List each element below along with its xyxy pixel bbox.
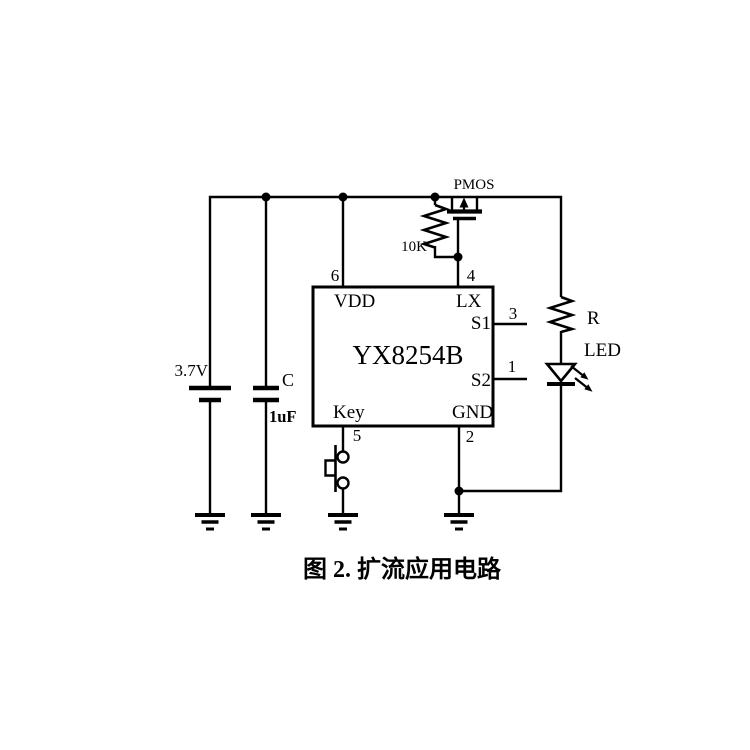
led-emission-arrowhead-2 [584,384,593,392]
pushbutton-switch-symbol [324,445,350,492]
resistor-zigzag [545,295,577,334]
led-resistor-symbol: R [545,295,600,334]
led-symbol: LED [544,340,621,392]
ic-pin-label-s2: S2 [471,370,491,391]
battery-voltage-label: 3.7V [174,361,208,380]
led-to-gnd-wire [457,384,563,493]
ground-symbol-ic [444,513,474,531]
led-emission-arrow-1 [570,365,584,377]
junction-dot [454,486,464,496]
ic-pin-label-vdd: VDD [334,291,375,312]
ic-pin-label-key: Key [333,402,365,423]
switch-terminal-bottom [336,476,350,490]
junction-dots [261,192,464,496]
ic-pin-number-6: 6 [331,266,340,285]
ic-pin-label-s1: S1 [471,313,491,334]
capacitor-name-label: C [282,370,294,390]
junction-dot [338,192,348,202]
ground-symbol-battery [195,513,225,531]
ic-symbol: YX8254B VDD LX S1 S2 Key GND 6 4 3 1 5 2 [311,266,518,446]
switch-terminal-top [336,450,350,464]
figure-caption: 图 2. 扩流应用电路 [303,555,502,583]
pmos-type-label: PMOS [454,177,495,193]
battery-symbol: 3.7V [174,361,231,403]
pmos-transistor-symbol: PMOS [447,177,495,221]
led-emission-arrow-2 [574,377,588,389]
wires [208,195,563,515]
led-emission-arrowhead-1 [580,372,589,380]
junction-dot [430,192,440,202]
pmos-arrow-head [459,197,469,208]
led-name-label: LED [584,340,621,361]
switch-actuator-bracket [324,459,336,477]
ic-pin-label-lx: LX [456,291,482,312]
ic-part-number: YX8254B [352,340,463,370]
ground-symbol-switch [328,513,358,531]
vdd-rail-wire [208,195,563,388]
capacitor-value-label: 1uF [269,407,297,426]
led-resistor-name-label: R [587,308,600,329]
junction-dot [453,252,463,262]
ic-pin-label-gnd: GND [452,402,493,423]
ic-pin-number-4: 4 [467,266,476,285]
gate-resistor-value-label: 10K [401,239,427,255]
resistor-zigzag [419,203,451,249]
gate-resistor-symbol: 10K [401,203,451,255]
capacitor-symbol: C 1uF [253,370,297,426]
led-triangle [544,362,578,384]
ic-pin-number-5: 5 [353,426,362,445]
gate-resistor-bottom-lead [433,246,458,259]
ic-pin-number-3: 3 [509,304,518,323]
ground-symbol-capacitor [251,513,281,531]
ic-pin-number-2: 2 [466,427,475,446]
junction-dot [261,192,271,202]
ic-body-outline [311,285,495,428]
ic-pin-number-1: 1 [508,357,517,376]
